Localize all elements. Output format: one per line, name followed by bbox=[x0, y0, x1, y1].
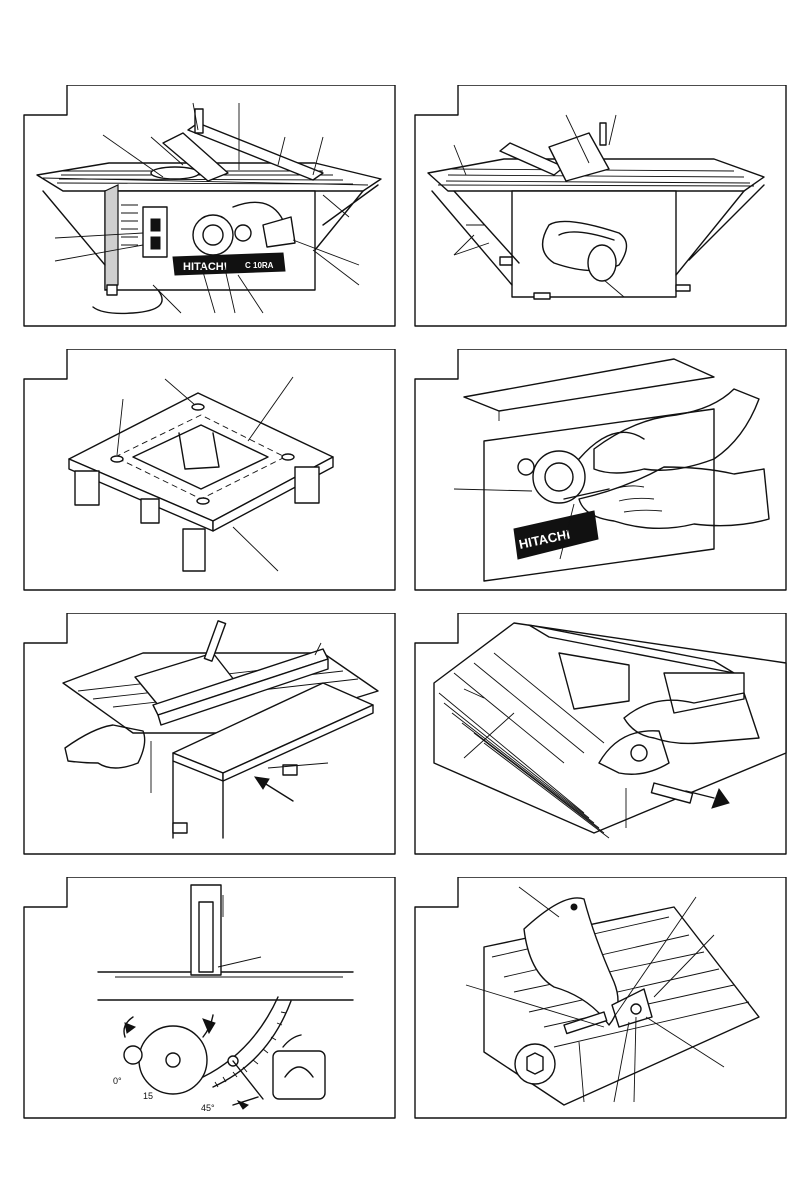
figure-8-riving-knife bbox=[414, 877, 788, 1120]
scale-mark-zero: 0° bbox=[113, 1076, 122, 1086]
scale-mark-full: 45° bbox=[201, 1103, 215, 1113]
figure-4-handle-tightening: HITACHI bbox=[414, 349, 788, 592]
model-label: C 10RA bbox=[245, 261, 274, 270]
figure-1-saw-front: HITACHI C 10RA bbox=[23, 85, 397, 328]
figure-6-miter-gauge bbox=[414, 613, 788, 856]
figure-5-rip-fence bbox=[23, 613, 397, 856]
brand-label: HITACHI bbox=[183, 261, 227, 273]
figure-3-base-frame bbox=[23, 349, 397, 592]
figure-7-blade-tilt: 0° 15 45° bbox=[23, 877, 397, 1120]
scale-mark-mid: 15 bbox=[143, 1091, 153, 1101]
figure-2-saw-rear bbox=[414, 85, 788, 328]
